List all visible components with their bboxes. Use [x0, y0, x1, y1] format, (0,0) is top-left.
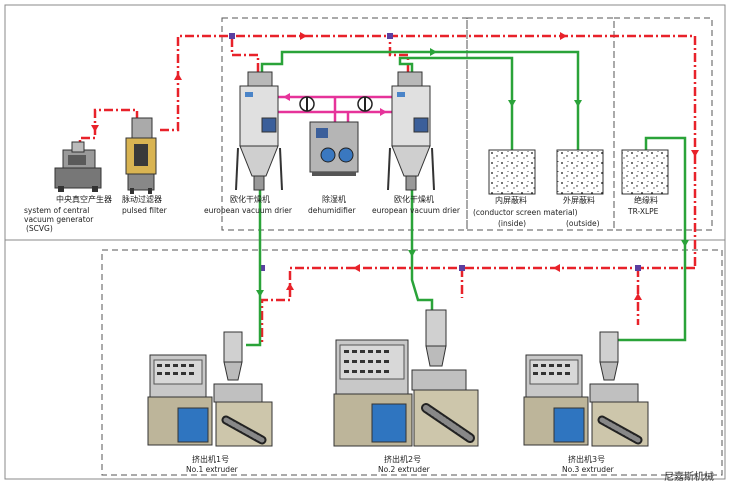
valve-marks — [229, 33, 641, 271]
drier1-label-en: european vacuum drier — [204, 206, 293, 215]
extruder-3-icon — [523, 331, 649, 447]
filter-label-en: pulsed filter — [122, 206, 168, 215]
extruder2-label-cn: 挤出机2号 — [384, 454, 421, 464]
extruder1-label-cn: 挤出机1号 — [192, 454, 229, 464]
scvg-label-en-3: (SCVG) — [26, 224, 53, 233]
vacuum-drier-2-icon — [387, 71, 435, 191]
extruder2-label-en: No.2 extruder — [378, 465, 431, 474]
insulation-frame — [613, 17, 713, 231]
vacuum-generator-icon — [54, 141, 102, 192]
dehumid-arrows — [283, 93, 387, 116]
inner-screen-label-cn: 内屏蔽料 — [495, 195, 527, 205]
inner-screen-label-en-2: (inside) — [498, 219, 526, 228]
extruder3-label-en: No.3 extruder — [562, 465, 615, 474]
material-lines — [246, 50, 687, 347]
inner-screen-material-box — [488, 149, 536, 195]
dehumid-valves — [299, 96, 373, 112]
material-arrows — [256, 48, 689, 297]
watermark: 尼嘉斯机械 — [664, 470, 714, 483]
scvg-label-en-2: vacuum generator — [24, 215, 94, 224]
vacuum-drier-1-icon — [235, 71, 283, 191]
drier2-label-en: european vacuum drier — [372, 206, 461, 215]
insulation-material-box — [621, 149, 669, 195]
pulsed-filter-icon — [125, 117, 157, 194]
scvg-label-cn: 中央真空产生器 — [56, 194, 112, 204]
extruder3-label-cn: 挤出机3号 — [568, 454, 605, 464]
outer-frame — [4, 4, 726, 480]
vacuum-arrows — [91, 32, 699, 300]
drier2-label-cn: 欧化干燥机 — [394, 194, 434, 204]
dehumid-lines — [275, 95, 395, 122]
outer-screen-label-cn: 外屏蔽料 — [563, 195, 595, 205]
extruder-1-icon — [147, 331, 273, 447]
extruder1-label-en: No.1 extruder — [186, 465, 239, 474]
vacuum-lines — [78, 34, 697, 345]
insulation-label-cn: 绝缘料 — [634, 195, 658, 205]
dehumid-label-cn: 除湿机 — [322, 194, 346, 204]
filter-label-cn: 脉动过滤器 — [122, 194, 162, 204]
outer-screen-label-en: (outside) — [566, 219, 600, 228]
drier1-label-cn: 欧化干燥机 — [230, 194, 270, 204]
extruder-2-icon — [333, 309, 479, 447]
insulation-label-en: TR-XLPE — [627, 207, 659, 216]
dehumid-label-en: dehumidifier — [308, 206, 356, 215]
inner-screen-label-en-1: (conductor screen material) — [473, 208, 578, 217]
scvg-label-en-1: system of central — [24, 206, 89, 215]
dehumidifier-icon — [309, 121, 359, 176]
outer-screen-material-box — [556, 149, 604, 195]
